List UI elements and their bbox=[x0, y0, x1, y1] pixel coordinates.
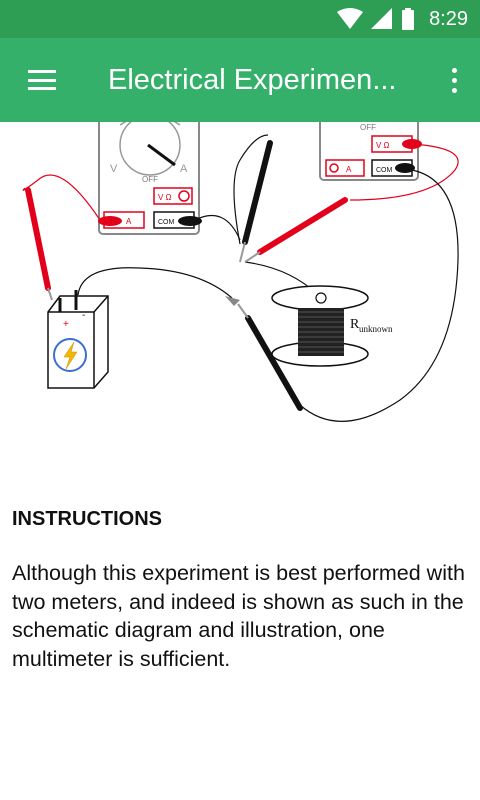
battery-minus-label: - bbox=[82, 310, 85, 321]
right-meter-a-port: A bbox=[346, 165, 352, 174]
resistor-label-subscript: unknown bbox=[359, 324, 393, 334]
resistor-label: R bbox=[350, 317, 360, 332]
left-meter-a-port: A bbox=[126, 217, 132, 226]
battery-plus-label: + bbox=[63, 319, 69, 330]
instructions-body: Although this experiment is best perform… bbox=[12, 561, 465, 671]
more-vert-icon bbox=[451, 67, 457, 73]
page-title: Electrical Experimen... bbox=[108, 63, 397, 96]
left-meter-vohm-port: V Ω bbox=[158, 193, 172, 202]
instructions-heading: INSTRUCTIONS bbox=[12, 508, 162, 530]
lightning-icon bbox=[63, 341, 78, 370]
right-multimeter: OFF V Ω A COM bbox=[319, 122, 419, 181]
menu-button[interactable] bbox=[0, 38, 84, 122]
red-probe-right bbox=[244, 139, 422, 263]
resistor-coil: R unknown bbox=[271, 285, 393, 367]
circuit-illustration: OFF V A V Ω A COM OFF V Ω A COM bbox=[0, 122, 480, 440]
black-probe-bottom bbox=[225, 296, 303, 411]
status-time: 8:29 bbox=[429, 7, 468, 30]
left-meter-off-label: OFF bbox=[142, 175, 158, 184]
left-red-probe bbox=[25, 187, 122, 301]
right-meter-off-label: OFF bbox=[360, 123, 376, 132]
app-bar: Electrical Experimen... bbox=[0, 38, 480, 122]
signal-icon bbox=[371, 8, 393, 29]
battery-icon bbox=[402, 8, 415, 30]
left-meter-com-port: COM bbox=[158, 219, 175, 226]
battery: + - bbox=[47, 290, 109, 389]
circuit-diagram: OFF V A V Ω A COM OFF V Ω A COM bbox=[22, 122, 459, 422]
instructions-section: INSTRUCTIONS Although this experiment is… bbox=[12, 508, 468, 673]
wifi-icon bbox=[337, 8, 364, 29]
left-meter-v-label: V bbox=[110, 163, 118, 175]
right-meter-com-port: COM bbox=[376, 167, 393, 174]
status-bar: 8:29 bbox=[0, 0, 480, 38]
hamburger-icon bbox=[28, 70, 56, 90]
black-probe-top bbox=[178, 140, 415, 263]
overflow-menu-button[interactable] bbox=[428, 38, 480, 122]
left-meter-a-label: A bbox=[180, 163, 188, 175]
right-meter-vohm-port: V Ω bbox=[376, 141, 390, 150]
